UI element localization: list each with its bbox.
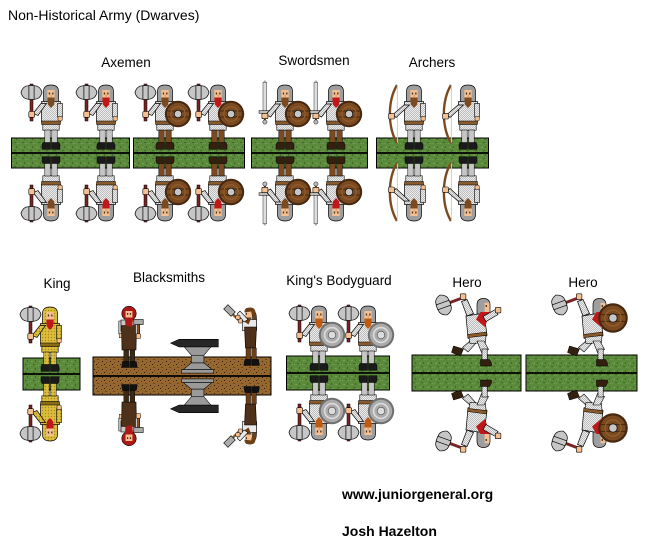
unit-stand-king: [14, 303, 81, 445]
author-text: Josh Hazelton: [342, 523, 437, 539]
unit-stand-hero-1: [411, 289, 522, 457]
unit-stand-axemen-2: [133, 81, 245, 225]
unit-stand-hero-2: [525, 289, 638, 457]
unit-stand-archers: [376, 81, 489, 225]
unit-stand-axemen-1: [11, 81, 130, 225]
unit-label-archers: Archers: [408, 55, 456, 70]
unit-label-kings-bodyguard: King's Bodyguard: [286, 273, 392, 288]
unit-label-swordsmen: Swordsmen: [278, 53, 350, 68]
unit-label-axemen: Axemen: [101, 55, 151, 70]
unit-label-blacksmiths: Blacksmiths: [132, 270, 206, 285]
unit-stand-kings-bodyguard: [286, 302, 390, 444]
website-text: www.juniorgeneral.org: [342, 486, 494, 502]
unit-stand-blacksmiths: [92, 303, 272, 449]
unit-stand-swordsmen: [251, 81, 368, 225]
unit-label-king: King: [43, 276, 71, 291]
unit-label-hero-2: Hero: [568, 275, 598, 290]
unit-label-hero-1: Hero: [452, 275, 482, 290]
page-title: Non-Historical Army (Dwarves): [8, 7, 200, 23]
